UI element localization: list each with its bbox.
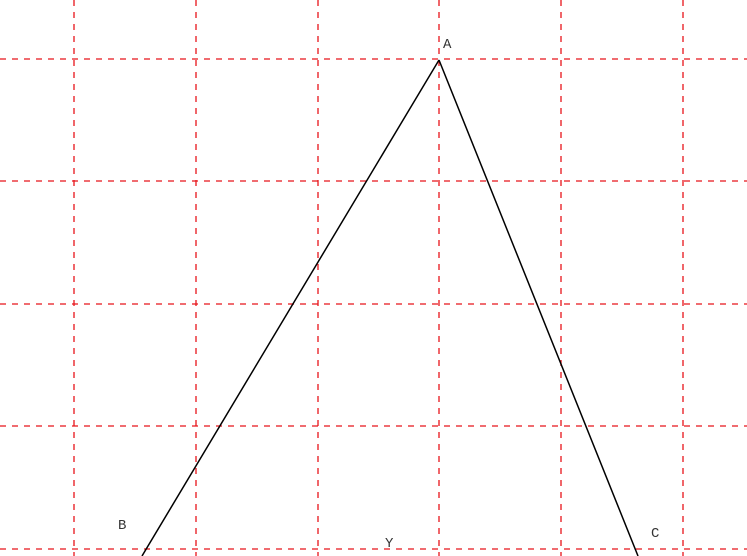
label-b: B xyxy=(118,518,126,534)
triangle xyxy=(141,59,639,556)
edge-ab xyxy=(141,59,440,556)
edge-ac xyxy=(438,59,639,556)
label-c: C xyxy=(651,526,659,542)
label-a: A xyxy=(443,37,452,53)
label-y: Y xyxy=(385,536,394,552)
vertex-labels: A B C Y xyxy=(118,37,659,552)
